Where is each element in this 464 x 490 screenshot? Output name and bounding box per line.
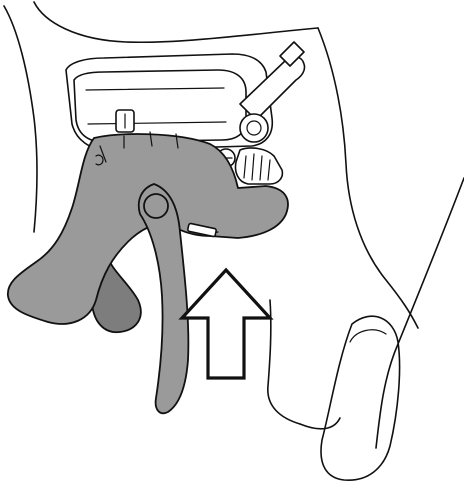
housing-front-plate: [74, 70, 246, 142]
finger-long-contour: [376, 178, 464, 448]
thumb-nail-line: [350, 330, 386, 342]
sleeve-left-edge: [4, 6, 37, 232]
adjuster-knob: [236, 148, 283, 184]
pivot-bolt-outer: [240, 114, 268, 142]
upward-arrow-icon: [182, 270, 270, 378]
thumb-outline: [321, 316, 400, 480]
trigger-pivot: [144, 194, 168, 218]
sleeve-cuff-curve: [34, 2, 318, 42]
palm-lower-edge: [300, 418, 340, 429]
hand-back-contour: [318, 28, 418, 328]
